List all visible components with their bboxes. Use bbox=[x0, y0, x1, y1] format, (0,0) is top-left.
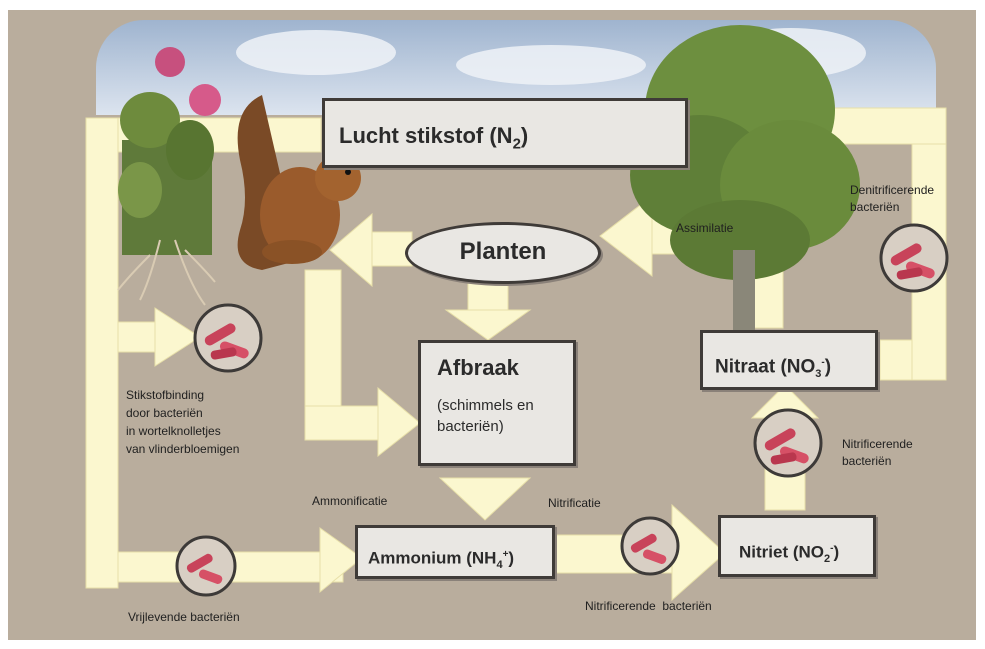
label-nitrificerende-bottom: Nitrificerende bacteriën bbox=[585, 598, 712, 615]
node-nitriet: Nitriet (NO2-) bbox=[718, 515, 876, 577]
arrow-afbraak-to-ammonium bbox=[440, 478, 530, 520]
label-ammonificatie: Ammonificatie bbox=[312, 493, 387, 510]
label-stikstofbinding: Stikstofbinding door bacteriën in wortel… bbox=[126, 386, 239, 458]
label-nitrificatie: Nitrificatie bbox=[548, 495, 601, 512]
node-planten: Planten bbox=[405, 222, 601, 284]
tree-icon bbox=[630, 25, 860, 330]
label-denitrificerende: Denitrificerende bacteriën bbox=[850, 182, 934, 216]
arrow-head-to-nodules bbox=[155, 308, 200, 366]
arrow-left-vertical bbox=[86, 118, 118, 588]
arrow-squirrel-to-afbraak bbox=[378, 388, 420, 456]
node-ammonium: Ammonium (NH4+) bbox=[355, 525, 555, 579]
node-afbraak: Afbraak (schimmels en bacteriën) bbox=[418, 340, 576, 466]
afbraak-line1: (schimmels en bbox=[437, 397, 573, 414]
afbraak-line2: bacteriën) bbox=[437, 418, 573, 435]
label-nitrificerende-right: Nitrificerende bacteriën bbox=[842, 436, 913, 470]
label-assimilatie: Assimilatie bbox=[676, 220, 733, 237]
clover-plant-icon bbox=[118, 47, 221, 305]
node-lucht-stikstof: Lucht stikstof (N2) bbox=[322, 98, 688, 168]
label-vrijlevende: Vrijlevende bacteriën bbox=[128, 609, 240, 626]
node-nitraat: Nitraat (NO3-) bbox=[700, 330, 878, 390]
arrow-planten-to-afbraak bbox=[446, 310, 530, 340]
afbraak-title: Afbraak bbox=[437, 355, 573, 381]
